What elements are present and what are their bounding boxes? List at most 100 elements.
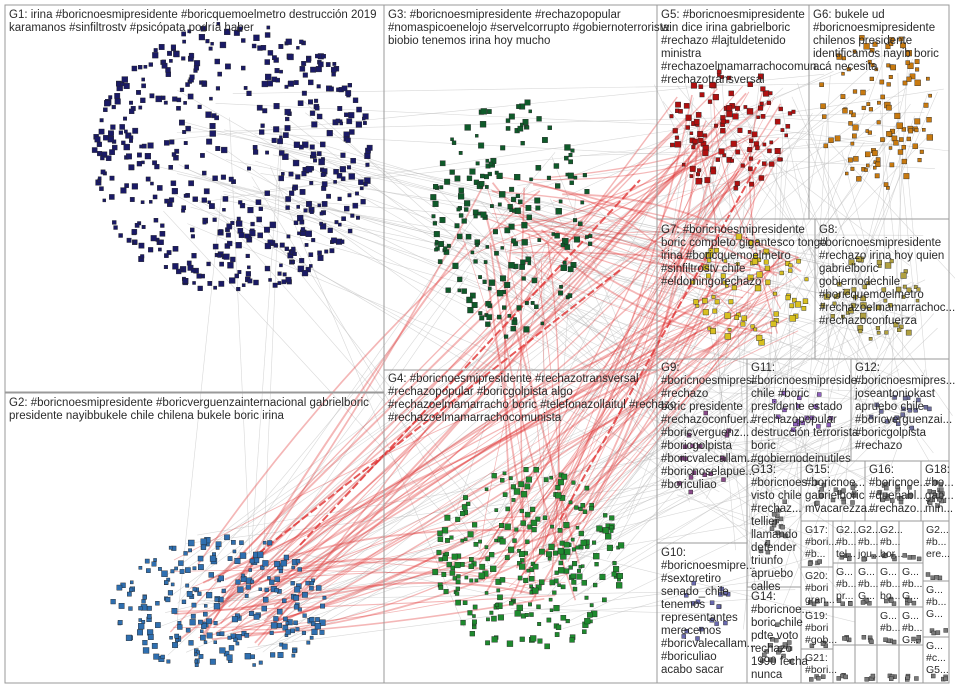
node-small (916, 639, 921, 644)
node-g2 (278, 569, 283, 574)
node-g4 (612, 561, 617, 566)
node-g4 (571, 547, 576, 552)
node-g1 (257, 232, 264, 239)
node-g15 (850, 485, 856, 490)
node-g8 (905, 329, 912, 336)
node-g1 (225, 63, 231, 70)
node-g4 (581, 580, 588, 586)
node-g9 (676, 481, 682, 486)
edge-red (483, 211, 580, 564)
node-g1 (315, 105, 320, 111)
node-g2 (209, 555, 217, 562)
node-g6 (876, 120, 881, 125)
edge-red (173, 316, 711, 561)
edge-red (273, 294, 781, 607)
node-g1 (285, 276, 292, 283)
node-small (891, 554, 896, 559)
node-g2 (277, 608, 283, 615)
node-g2 (249, 558, 255, 564)
node-small (836, 598, 842, 603)
node-g6 (872, 41, 878, 47)
node-g1 (362, 113, 369, 120)
node-g4 (489, 610, 494, 615)
node-g2 (175, 638, 180, 642)
node-g2 (248, 568, 252, 572)
edge-red (211, 538, 568, 641)
group-label-g9: G9: #boricnoesmipresi... #rechazo boric … (661, 362, 764, 491)
node-g1 (329, 248, 335, 254)
node-g4 (530, 506, 536, 512)
node-g5 (760, 114, 766, 119)
node-g4 (512, 538, 517, 543)
edge (677, 85, 925, 387)
node-g3 (551, 232, 556, 236)
node-g1 (167, 50, 173, 56)
node-g4 (602, 527, 609, 534)
node-g14 (770, 637, 775, 642)
node-g11 (776, 414, 781, 419)
edge (225, 159, 768, 270)
node-g9 (721, 477, 726, 482)
node-g4 (582, 509, 588, 514)
node-g1 (238, 232, 245, 238)
node-g4 (558, 560, 563, 566)
node-g3 (505, 118, 511, 123)
node-g2 (146, 614, 152, 619)
node-g2 (177, 624, 183, 630)
edge (588, 296, 891, 498)
node-g7 (796, 258, 801, 264)
node-g1 (245, 253, 250, 259)
node-g10 (695, 636, 700, 641)
node-g1 (272, 282, 278, 288)
node-g3 (520, 140, 525, 146)
node-g6 (914, 59, 920, 65)
edge (663, 414, 848, 536)
node-g3 (480, 173, 485, 179)
node-g14 (768, 643, 773, 648)
edge-red (232, 524, 501, 635)
node-g18 (927, 489, 932, 494)
node-g3 (584, 188, 590, 195)
edge (270, 323, 765, 651)
node-g3 (511, 238, 517, 244)
node-g4 (554, 632, 560, 637)
node-g1 (247, 166, 252, 171)
node-g2 (258, 587, 262, 591)
edge (723, 297, 858, 402)
edge (288, 402, 649, 573)
edge (543, 515, 797, 560)
node-small (809, 677, 814, 682)
node-g5 (693, 118, 700, 125)
node-g13 (780, 524, 785, 530)
node-g1 (309, 264, 313, 268)
node-g2 (263, 597, 269, 603)
edge (841, 150, 903, 388)
node-g1 (301, 270, 309, 277)
node-g3 (496, 172, 503, 180)
node-g1 (208, 203, 215, 209)
node-g4 (459, 562, 465, 567)
edge-red (173, 569, 566, 583)
node-g1 (241, 283, 246, 288)
node-g4 (605, 533, 612, 540)
node-g4 (523, 467, 529, 473)
edge (216, 169, 753, 541)
node-small (815, 599, 820, 604)
node-g2 (218, 575, 225, 582)
node-g4 (513, 488, 521, 495)
node-g6 (926, 76, 930, 81)
node-g6 (889, 37, 895, 43)
node-g3 (526, 214, 532, 221)
node-g4 (474, 578, 479, 583)
edge (541, 350, 818, 551)
node-g4 (609, 528, 614, 533)
node-g1 (138, 242, 145, 249)
node-g2 (280, 560, 287, 567)
node-g4 (563, 568, 570, 574)
node-g1 (264, 226, 270, 233)
node-g9 (690, 443, 695, 449)
node-g1 (213, 285, 217, 290)
node-g5 (726, 75, 732, 81)
node-g2 (206, 592, 213, 599)
